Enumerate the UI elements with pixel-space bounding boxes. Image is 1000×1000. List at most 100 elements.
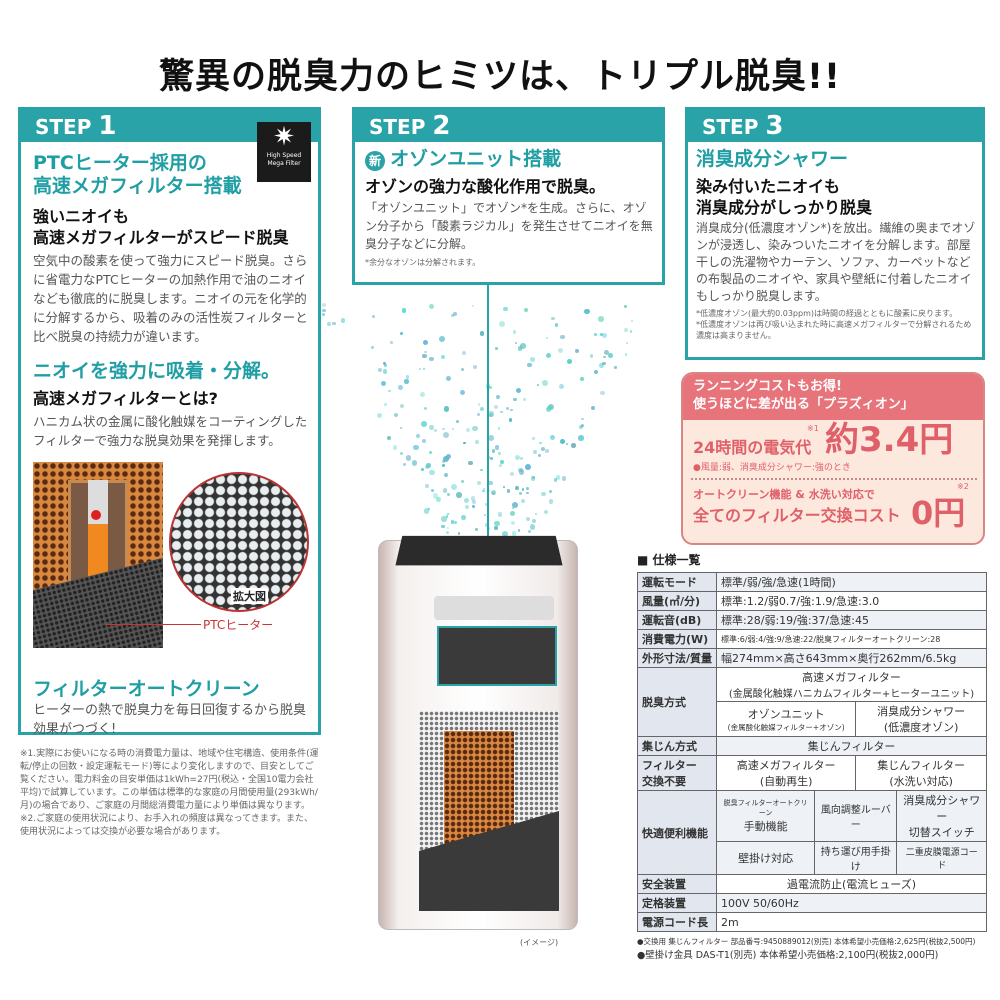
spec-key: フィルター交換不要 (636, 755, 718, 791)
table-row: オゾンユニット(金属酸化触媒フィルター+オゾン)消臭成分シャワー(低濃度オゾン) (638, 701, 987, 737)
page-title: 驚異の脱臭力のヒミツは、トリプル脱臭!! (159, 57, 841, 97)
step2-panel: STEP 2 新 オゾンユニット搭載 オゾンの強力な酸化作用で脱臭。 「オゾンユ… (352, 107, 665, 285)
mist-dot (424, 350, 427, 354)
mist-dot (538, 441, 542, 445)
mist-dot (420, 467, 425, 472)
step1-subheading2: 高速メガフィルターとは? (33, 389, 218, 408)
mist-dot (509, 511, 515, 517)
mist-dot (442, 488, 448, 494)
mist-dot (393, 412, 399, 418)
mist-dot (545, 336, 549, 340)
mist-dot (518, 491, 522, 495)
mist-dot (489, 385, 493, 389)
mist-dot (424, 407, 428, 411)
mist-dot (558, 384, 564, 390)
mist-dot (488, 412, 494, 417)
mist-dot (526, 491, 529, 495)
spec-value: 幅274mm×高さ643mm×奥行262mm/6.5kg (716, 648, 987, 668)
mist-dot (513, 397, 517, 402)
spec-line: (水洗い対応) (889, 775, 953, 788)
spec-key: 消費電力(W) (636, 629, 718, 649)
mist-dot (371, 345, 375, 350)
mist-dot (505, 406, 510, 411)
step1-heading: PTCヒーター採用の (33, 152, 207, 174)
mist-dot (473, 364, 478, 369)
mist-dot (499, 321, 506, 328)
step2-body: 「オゾンユニット」でオゾン*を生成。さらに、オゾン分子から「酸素ラジカル」を発生… (365, 201, 653, 251)
mist-dot (555, 475, 561, 480)
mist-dot (519, 456, 524, 461)
filter-photo (33, 462, 163, 648)
mist-dot (464, 497, 470, 503)
mist-dot (461, 514, 466, 520)
mist-dot (488, 480, 493, 486)
mist-dot (438, 336, 445, 342)
step1-heading3: フィルターオートクリーン (33, 678, 260, 700)
table-row: 消費電力(W)標準:6/弱:4/強:9/急速:22/脱臭フィルターオートクリーン… (636, 629, 987, 649)
mist-dot (495, 395, 500, 400)
mist-dot (477, 413, 481, 417)
mist-dot (512, 330, 517, 334)
mist-dot (326, 322, 332, 327)
spec-value: 標準:28/弱:19/強:37/急速:45 (716, 610, 987, 630)
mist-dot (551, 316, 556, 321)
mist-dot (518, 346, 523, 351)
spec-value: 高速メガフィルター(自動再生) (716, 755, 857, 791)
spec-value: 壁掛け対応 (716, 841, 816, 875)
table-row: フィルター交換不要高速メガフィルター(自動再生)集じんフィルター(水洗い対応) (636, 755, 987, 791)
badge-line: Mega Filter (267, 160, 301, 167)
step3-subheading: 消臭成分がしっかり脱臭 (696, 198, 873, 217)
mist-dot (530, 356, 536, 362)
step1-subheading: 強いニオイも (33, 207, 130, 226)
mist-dot (399, 331, 404, 335)
mist-dot (442, 427, 445, 431)
mist-dot (472, 426, 478, 432)
mist-dot (518, 529, 521, 532)
spec-line: 高速メガフィルター (736, 759, 836, 772)
mist-dot (624, 328, 628, 332)
step-number: 2 (432, 111, 451, 141)
mist-dot (423, 508, 429, 514)
zoom-label: 拡大図 (231, 588, 268, 604)
mist-dot (454, 521, 457, 524)
spec-value: 消臭成分シャワー切替スイッチ (896, 790, 987, 842)
high-speed-mega-filter-logo: ✷ High Speed Mega Filter (257, 122, 311, 182)
mist-dot (435, 497, 441, 503)
mist-dot (432, 492, 439, 499)
mist-dot (508, 418, 513, 422)
mist-dot (624, 305, 627, 308)
mist-dot (491, 489, 496, 495)
mist-dot (599, 390, 605, 396)
mist-dot (475, 440, 479, 444)
mist-dot (514, 486, 519, 490)
mist-dot (581, 417, 584, 421)
spec-value: 高速メガフィルター(金属酸化触媒ハニカムフィルター+ヒーターユニット) (716, 667, 987, 702)
mist-dot (512, 502, 518, 508)
mist-dot (429, 357, 434, 362)
mist-dot (520, 498, 526, 504)
mist-dot (371, 314, 375, 318)
mist-dot (399, 403, 405, 409)
mist-dot (442, 463, 446, 467)
mist-dot (561, 476, 567, 482)
mist-dot (578, 435, 584, 441)
mist-dot (466, 427, 471, 432)
ptc-heater-label: PTCヒーター (203, 618, 274, 632)
mist-dot (446, 530, 449, 534)
cost-head-line: ランニングコストもお得! (693, 379, 842, 394)
mist-dot (527, 362, 532, 368)
mist-dot (574, 348, 579, 353)
spec-key: 運転モード (636, 572, 718, 592)
mist-dot (384, 364, 388, 368)
mist-dot (523, 398, 526, 401)
mist-dot (472, 304, 475, 307)
mist-dot (421, 421, 427, 428)
mist-dot (525, 516, 530, 521)
step1-body2: ハニカム状の金属に酸化触媒をコーティングしたフィルターで強力な脱臭効果を発揮しま… (33, 414, 308, 448)
mist-dot (492, 449, 496, 453)
mist-dot (541, 491, 546, 497)
mist-dot (484, 502, 488, 506)
table-row: 安全装置過電流防止(電流ヒューズ) (636, 874, 987, 894)
mist-dot (429, 469, 435, 476)
